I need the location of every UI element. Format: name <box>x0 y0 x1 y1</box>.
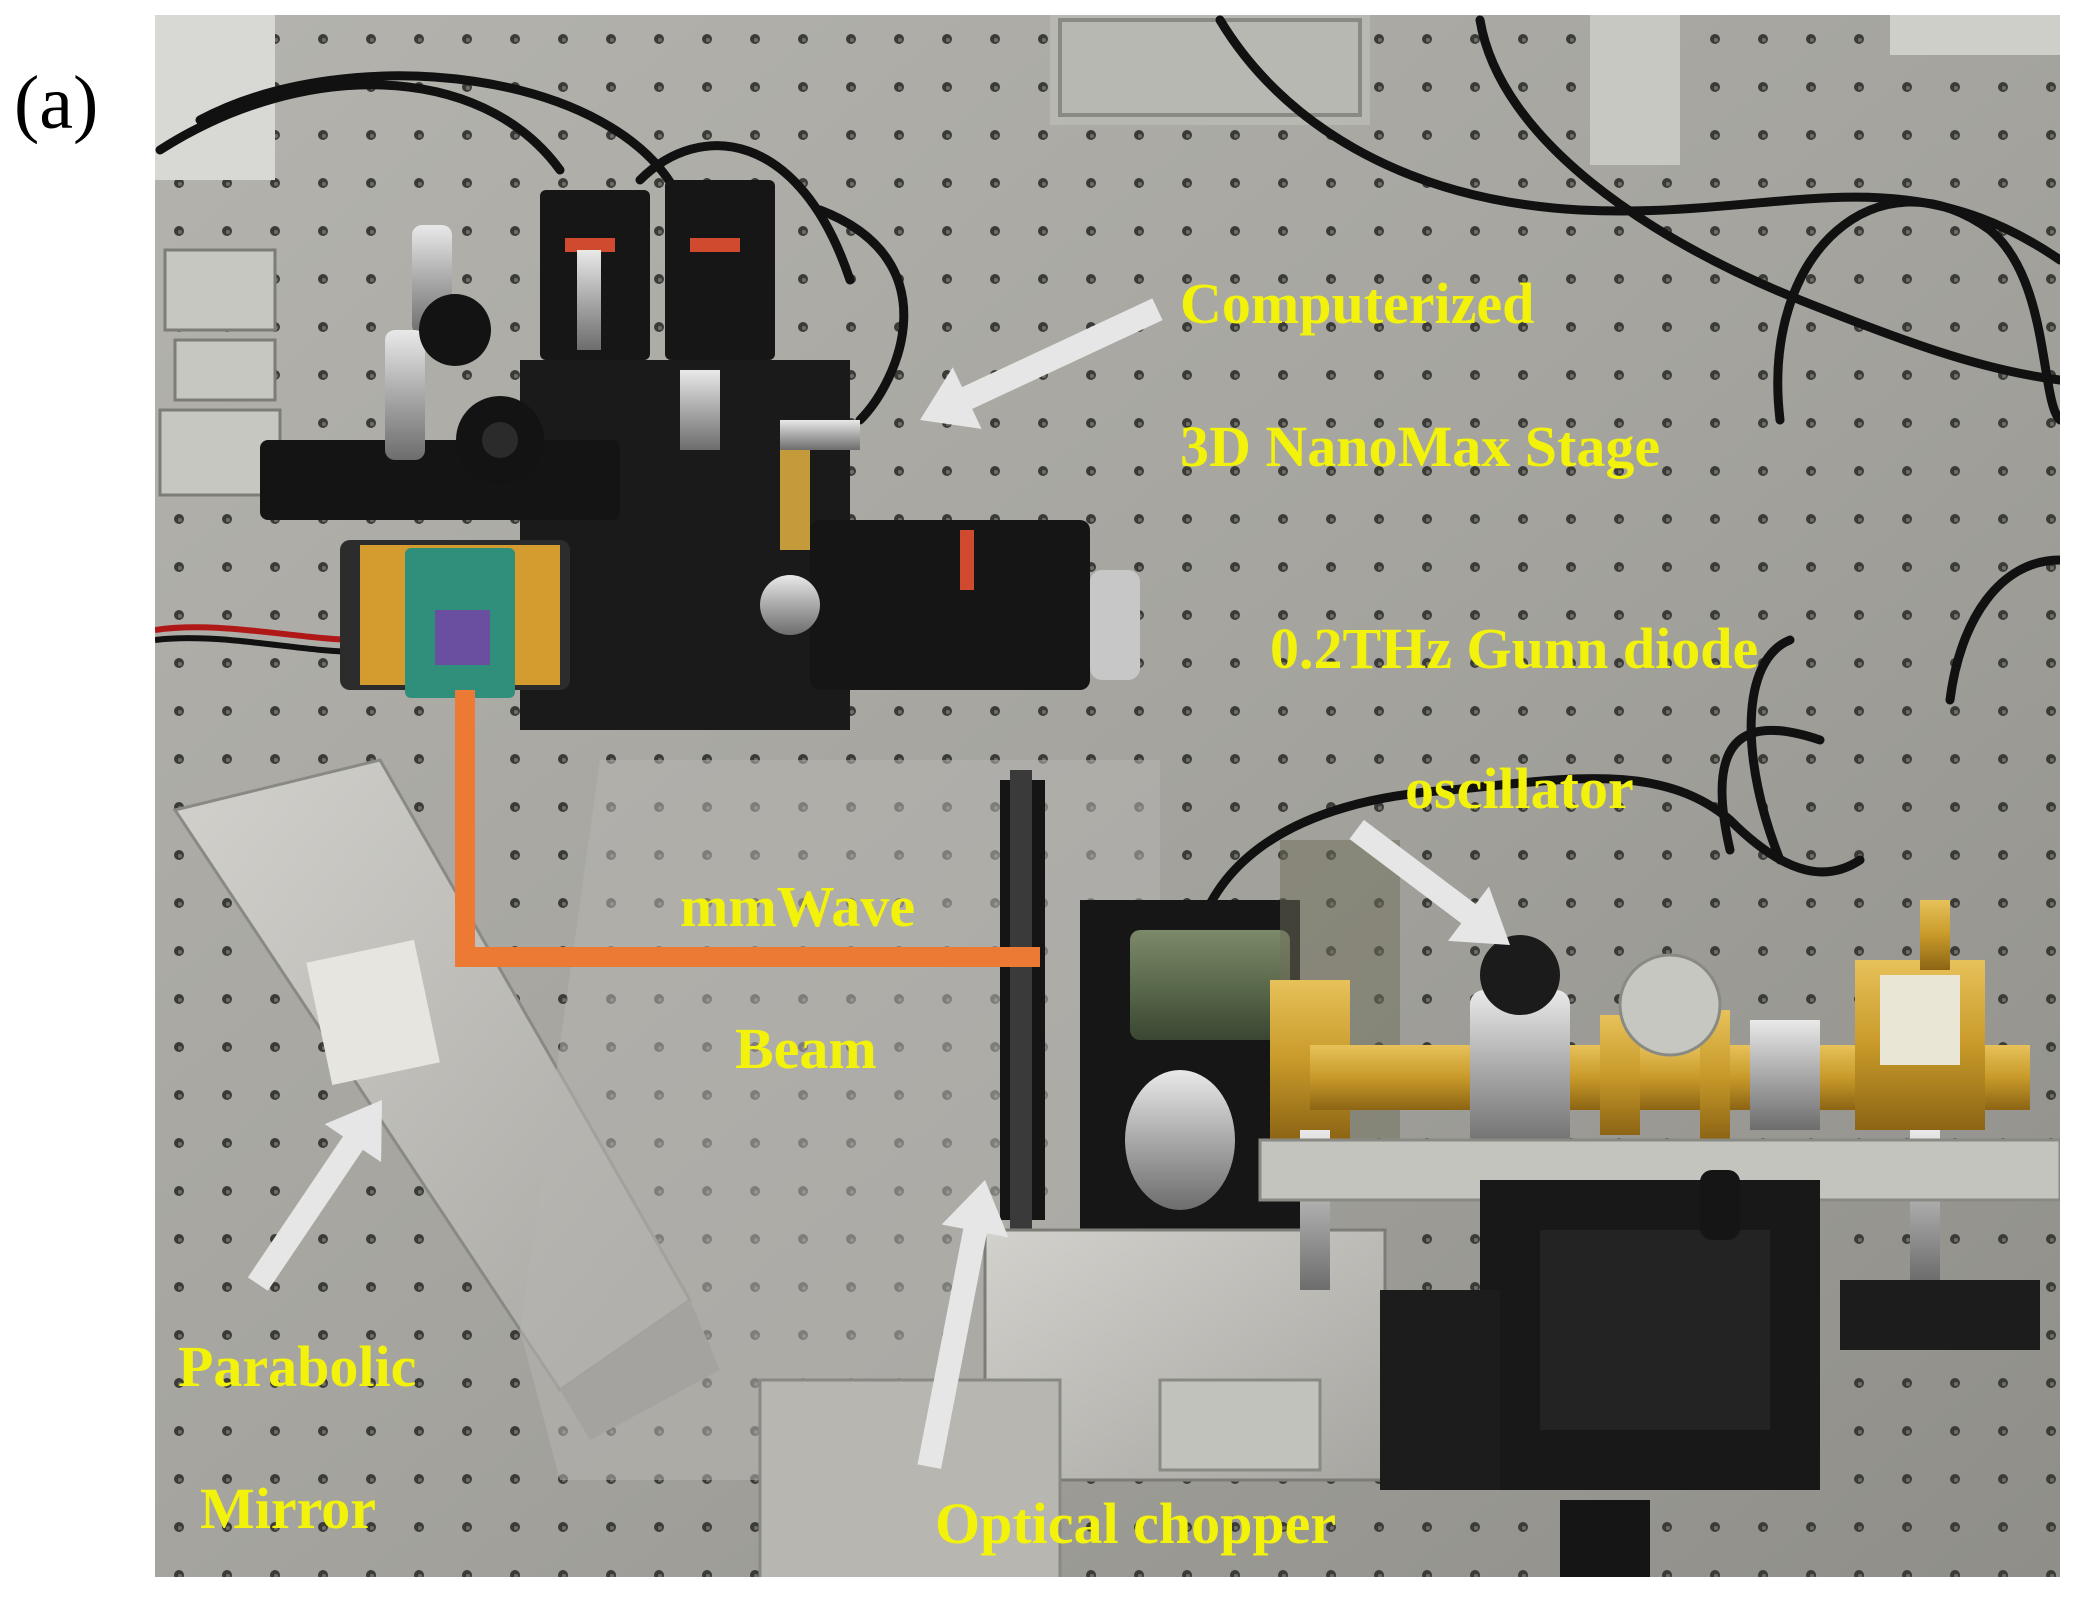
label-optical-chopper: Optical chopper <box>935 1491 1337 1556</box>
label-mirror: Mirror <box>200 1476 377 1541</box>
sample-holder <box>340 540 570 698</box>
optical-chopper <box>983 770 1387 1482</box>
arrow-to-chopper <box>917 1180 1009 1469</box>
translation-stage <box>758 1170 2040 1577</box>
label-parabolic: Parabolic <box>178 1334 417 1399</box>
callout-arrows <box>247 298 1510 1469</box>
label-beam: Beam <box>735 1016 877 1081</box>
arrow-to-mirror <box>247 1100 382 1291</box>
label-gunn-diode: 0.2THz Gunn diode <box>1270 616 1759 681</box>
nanomax-stage <box>260 180 1140 730</box>
label-oscillator: oscillator <box>1405 756 1634 821</box>
mmwave-beam <box>455 690 1040 967</box>
label-nanomax-stage: 3D NanoMax Stage <box>1180 414 1661 479</box>
panel-label: (a) <box>14 61 99 145</box>
arrow-to-stage <box>920 298 1163 429</box>
arrow-to-gunn-diode <box>1349 819 1510 945</box>
label-mmwave: mmWave <box>680 874 916 939</box>
label-computerized: Computerized <box>1180 271 1535 336</box>
